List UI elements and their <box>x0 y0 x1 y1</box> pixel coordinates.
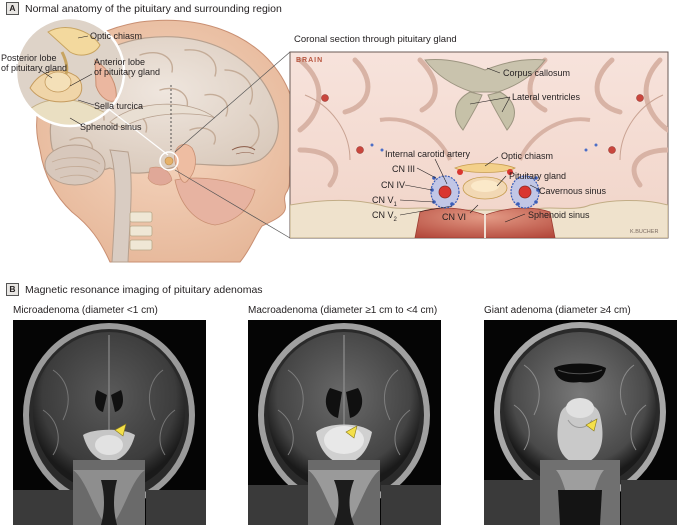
panel-b-letter: B <box>6 283 19 296</box>
cavernous-sinus-left <box>430 175 460 209</box>
panel-a-header: A Normal anatomy of the pituitary and su… <box>6 2 282 15</box>
arrowhead-marker <box>585 418 598 432</box>
mri-title-microadenoma: Microadenoma (diameter <1 cm) <box>13 305 158 316</box>
panel-b-header: B Magnetic resonance imaging of pituitar… <box>6 283 263 296</box>
arrowhead-marker <box>345 425 358 439</box>
mri-macroadenoma <box>248 320 441 525</box>
arrowhead-marker <box>114 423 127 437</box>
coronal-section <box>289 51 669 239</box>
coronal-leader-lines <box>399 67 541 223</box>
inset-magnified-view <box>14 16 169 156</box>
mri-title-macroadenoma: Macroadenoma (diameter ≥1 cm to <4 cm) <box>248 305 438 316</box>
zoom-connector <box>174 51 291 239</box>
panel-a-title: Normal anatomy of the pituitary and surr… <box>25 2 282 15</box>
mri-giant-adenoma <box>484 320 677 525</box>
mri-microadenoma <box>13 320 206 525</box>
cavernous-sinus-right <box>510 175 540 209</box>
mri-title-giant-adenoma: Giant adenoma (diameter ≥4 cm) <box>484 305 631 316</box>
inset-leader-lines <box>39 35 95 126</box>
panel-a-letter: A <box>6 2 19 15</box>
panel-b-title: Magnetic resonance imaging of pituitary … <box>25 283 263 296</box>
